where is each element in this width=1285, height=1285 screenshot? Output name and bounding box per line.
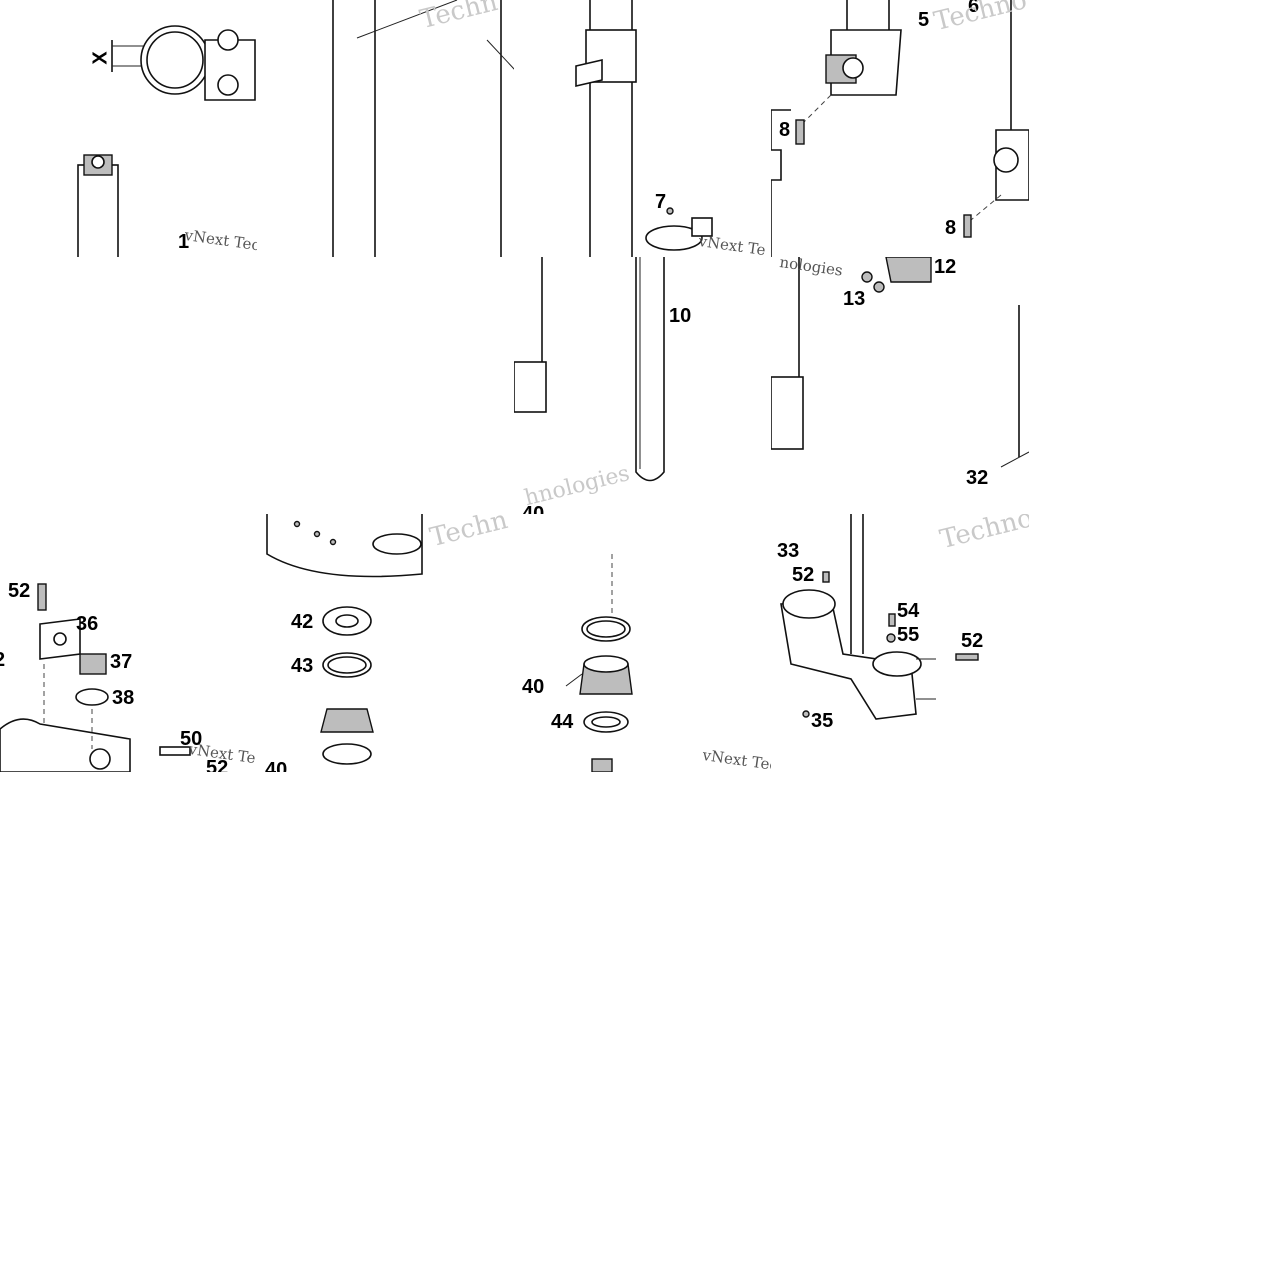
callout-33: 33 — [777, 540, 800, 562]
callout-52-side: 52 — [961, 630, 984, 652]
callout-50: 50 — [180, 728, 203, 750]
fork-tubes-tile: Techn — [257, 0, 515, 258]
callout-43: 43 — [291, 655, 314, 677]
slider-tube-tile: 10 40 hnologies — [514, 257, 772, 515]
clamp-detail-drawing — [77, 25, 256, 258]
dimension-x-label: X — [89, 51, 112, 65]
callout-8-lower: 8 — [945, 217, 957, 239]
bearing-detail-drawing — [565, 554, 633, 772]
callout-12: 12 — [934, 257, 957, 278]
lower-triple-clamp-tile: 33 52 54 55 52 35 Techno — [771, 514, 1029, 772]
callout-40: 40 — [522, 503, 545, 515]
callout-38: 38 — [112, 687, 135, 709]
fork-legs-bolts-tile: 5 6 8 8 Techno — [771, 0, 1029, 258]
clamp-detail-tile: X 1 vNext Tec — [0, 0, 258, 258]
callout-52: 52 — [8, 580, 31, 602]
callout-10: 10 — [669, 305, 692, 327]
callout-35: 35 — [811, 710, 834, 732]
callout-52-clamp: 52 — [792, 564, 815, 586]
blank-tile — [257, 257, 515, 515]
callout-40-bearing: 40 — [522, 676, 545, 698]
callout-32: 32 — [966, 467, 989, 489]
top-clamp-drawing — [0, 583, 191, 772]
callout-7: 7 — [655, 191, 667, 213]
callout-8-upper: 8 — [779, 119, 791, 141]
inner-tube-clamp-tile: 7 vNext Te — [514, 0, 772, 258]
inner-tube-clamp-drawing — [575, 0, 713, 258]
slider-tube-drawing — [514, 257, 665, 482]
callout-2: 2 — [0, 650, 5, 670]
callout-37: 37 — [110, 651, 133, 673]
fork-tubes-drawing — [332, 0, 515, 258]
callout-40-lower: 40 — [265, 759, 288, 772]
callout-55: 55 — [897, 624, 920, 646]
callout-42: 42 — [291, 611, 314, 633]
callout-1: 1 — [178, 231, 190, 253]
bearing-stack-tile: 42 43 40 Techn — [257, 514, 515, 772]
fork-leg-cap-tile: 12 13 32 nologies — [771, 257, 1029, 515]
callout-36: 36 — [76, 613, 99, 635]
callout-5: 5 — [918, 9, 930, 31]
callout-44: 44 — [551, 711, 574, 733]
callout-54: 54 — [897, 600, 920, 622]
callout-52-lower: 52 — [206, 757, 229, 772]
top-clamp-tile: 52 36 37 38 50 2 52 vNext Te — [0, 514, 258, 772]
callout-6: 6 — [968, 0, 980, 17]
lower-triple-clamp-drawing — [780, 514, 979, 720]
blank-tile — [0, 257, 258, 515]
callout-13: 13 — [843, 288, 866, 310]
fork-legs-bolts-drawing — [771, 0, 1029, 258]
bearing-stack-drawing — [266, 514, 423, 765]
bearing-detail-tile: 40 44 vNext Tec — [514, 514, 772, 772]
fork-leg-cap-drawing — [771, 257, 1029, 468]
